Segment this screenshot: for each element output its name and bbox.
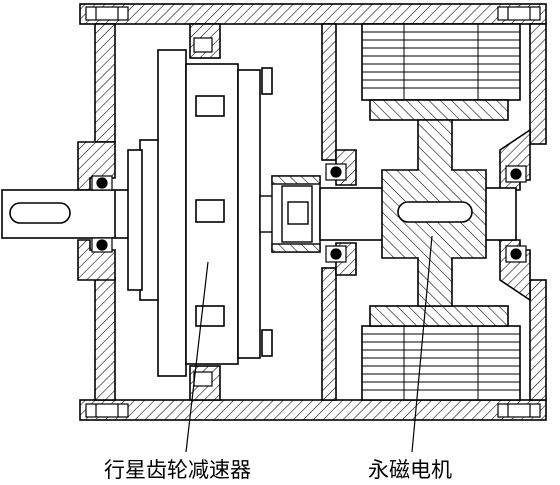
reducer-bolt-top [261,67,273,95]
pm-motor [361,23,521,401]
planet-window-bottom [195,305,225,327]
housing-left-wall-upper [94,23,116,143]
reducer-inner-plate [127,149,143,291]
rotor-magnet-lower [369,305,509,327]
left-bearing [91,175,113,253]
partition-wall-upper [321,23,337,161]
planet-window-top [195,95,225,117]
leader-line-motor [411,235,433,453]
rotor-magnet-upper [369,99,509,121]
ring-gear [157,49,187,377]
housing-left-wall-lower [94,277,116,401]
label-planetary-reducer: 行星齿轮减速器 [104,458,251,482]
housing-right-wall-lower [529,279,547,401]
housing-top-wall [79,3,547,25]
carrier-plate [139,139,161,301]
corner-screws [85,6,541,418]
leader-lines [185,235,433,453]
reducer-right-plate [237,69,261,359]
partition-wall-lower [321,267,337,401]
label-pm-motor: 永磁电机 [368,458,452,482]
planetary-reducer [127,49,273,377]
output-shaft [1,189,131,239]
screw-bottom-left [85,403,129,418]
screw-bottom-right [497,403,541,418]
stator-upper [361,23,521,101]
right-bearing [505,165,527,263]
output-shaft-keyway [9,202,71,224]
coupling-hatched-bottom [271,243,321,253]
coupling [259,175,325,253]
stator-upper-slots [362,24,520,100]
screw-top-right [497,6,541,21]
stator-lower [361,325,521,401]
coupling-pin [287,201,309,225]
rotor-keyway [397,201,473,223]
planet-window-mid [195,199,225,223]
screw-flange-bottom [193,371,213,387]
reducer-bolt-bottom [261,329,273,357]
housing-bottom-wall [79,399,547,421]
housing-right-wall-upper [529,23,547,145]
screw-flange-top [193,37,213,53]
stator-lower-slots [362,326,520,400]
leader-line-reducer [185,261,209,453]
coupling-hatched-top [271,175,321,185]
partition-bearing [325,163,347,263]
screw-top-left [85,6,129,21]
